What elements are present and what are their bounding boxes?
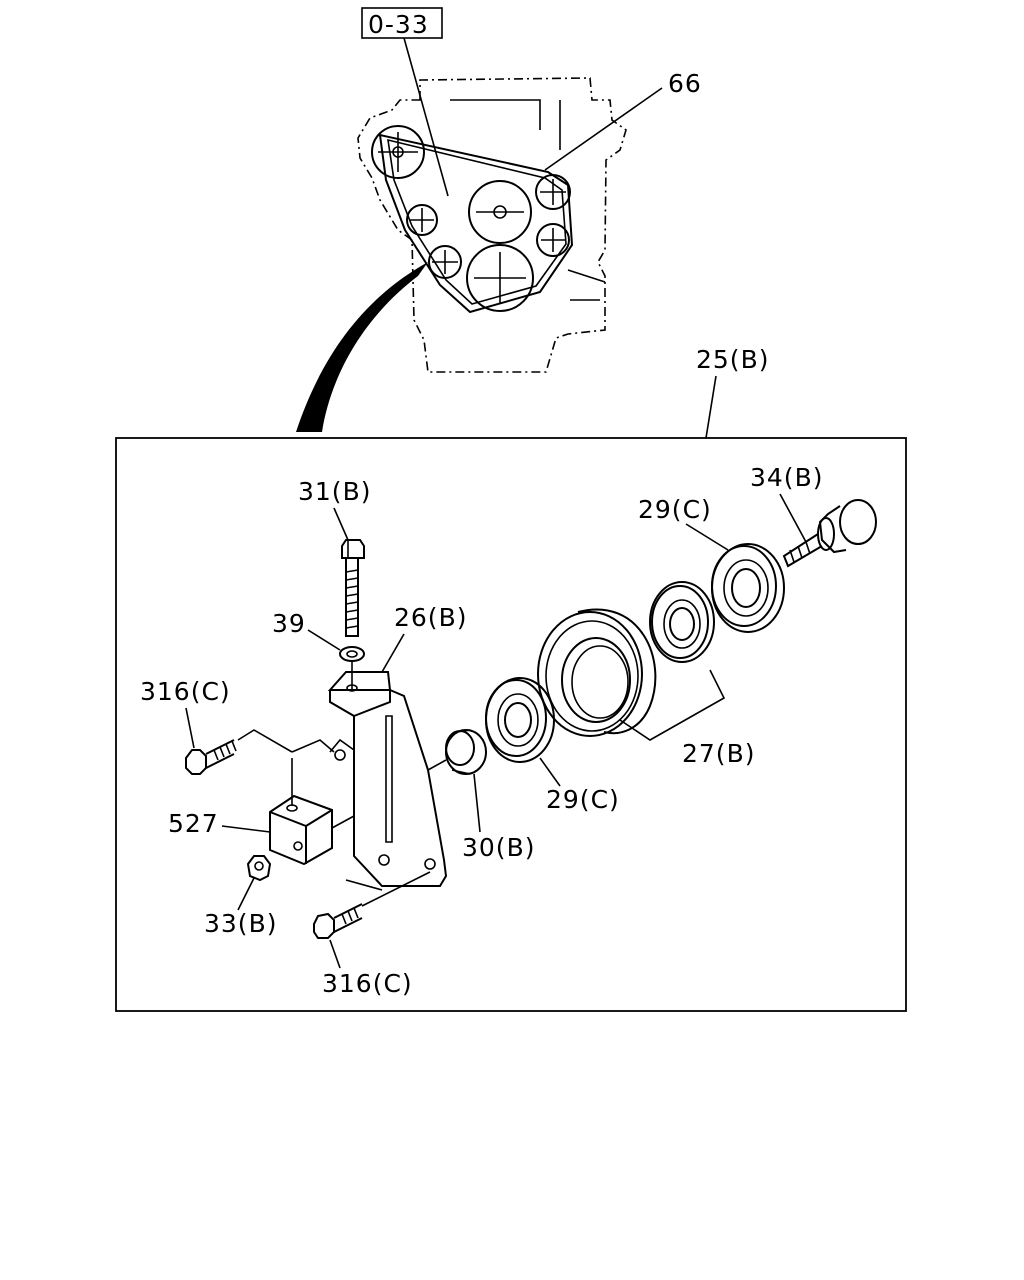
label-pulley: 27(B) bbox=[682, 739, 755, 768]
detail-callout-arrow bbox=[296, 262, 428, 432]
bolt-top bbox=[341, 539, 365, 637]
pulley-crankshaft bbox=[466, 244, 534, 312]
drive-belt bbox=[378, 133, 574, 314]
pulley-idler-lower bbox=[428, 245, 462, 279]
pulley-upper-left bbox=[371, 125, 425, 179]
label-spacer: 30(B) bbox=[462, 833, 535, 862]
pulley bbox=[537, 608, 657, 737]
block bbox=[269, 758, 355, 866]
label-shaft-bolt: 34(B) bbox=[750, 463, 823, 492]
pulley-idler-left bbox=[406, 204, 438, 236]
label-bearing-front: 29(C) bbox=[546, 785, 620, 814]
washer bbox=[339, 646, 365, 662]
bracket bbox=[327, 671, 448, 887]
label-assembly: 25(B) bbox=[696, 345, 769, 374]
bearing-rear bbox=[711, 543, 785, 633]
label-block: 527 bbox=[168, 809, 219, 838]
reference-box: 0-33 bbox=[361, 7, 443, 39]
bolt-left bbox=[185, 729, 335, 775]
detail-frame bbox=[115, 437, 907, 1012]
label-nut: 33(B) bbox=[204, 909, 277, 938]
engine-overview bbox=[357, 77, 627, 373]
spacer bbox=[445, 729, 487, 775]
label-belt: 66 bbox=[668, 69, 702, 98]
pulley-center bbox=[468, 180, 532, 244]
bearing-inner bbox=[649, 581, 715, 663]
pulley-lower-right bbox=[536, 223, 570, 257]
label-bearing-rear: 29(C) bbox=[638, 495, 712, 524]
label-washer: 39 bbox=[272, 609, 306, 638]
bolt-bottom bbox=[313, 871, 431, 939]
label-bolt-left: 316(C) bbox=[140, 677, 231, 706]
label-bracket: 26(B) bbox=[394, 603, 467, 632]
label-bolt-bottom: 316(C) bbox=[322, 969, 413, 998]
label-bolt-top: 31(B) bbox=[298, 477, 371, 506]
pulley-upper-right bbox=[535, 174, 571, 210]
bearing-front bbox=[485, 677, 555, 763]
nut bbox=[246, 855, 272, 882]
reference-box-label: 0-33 bbox=[368, 10, 429, 39]
shaft-bolt bbox=[782, 499, 877, 568]
